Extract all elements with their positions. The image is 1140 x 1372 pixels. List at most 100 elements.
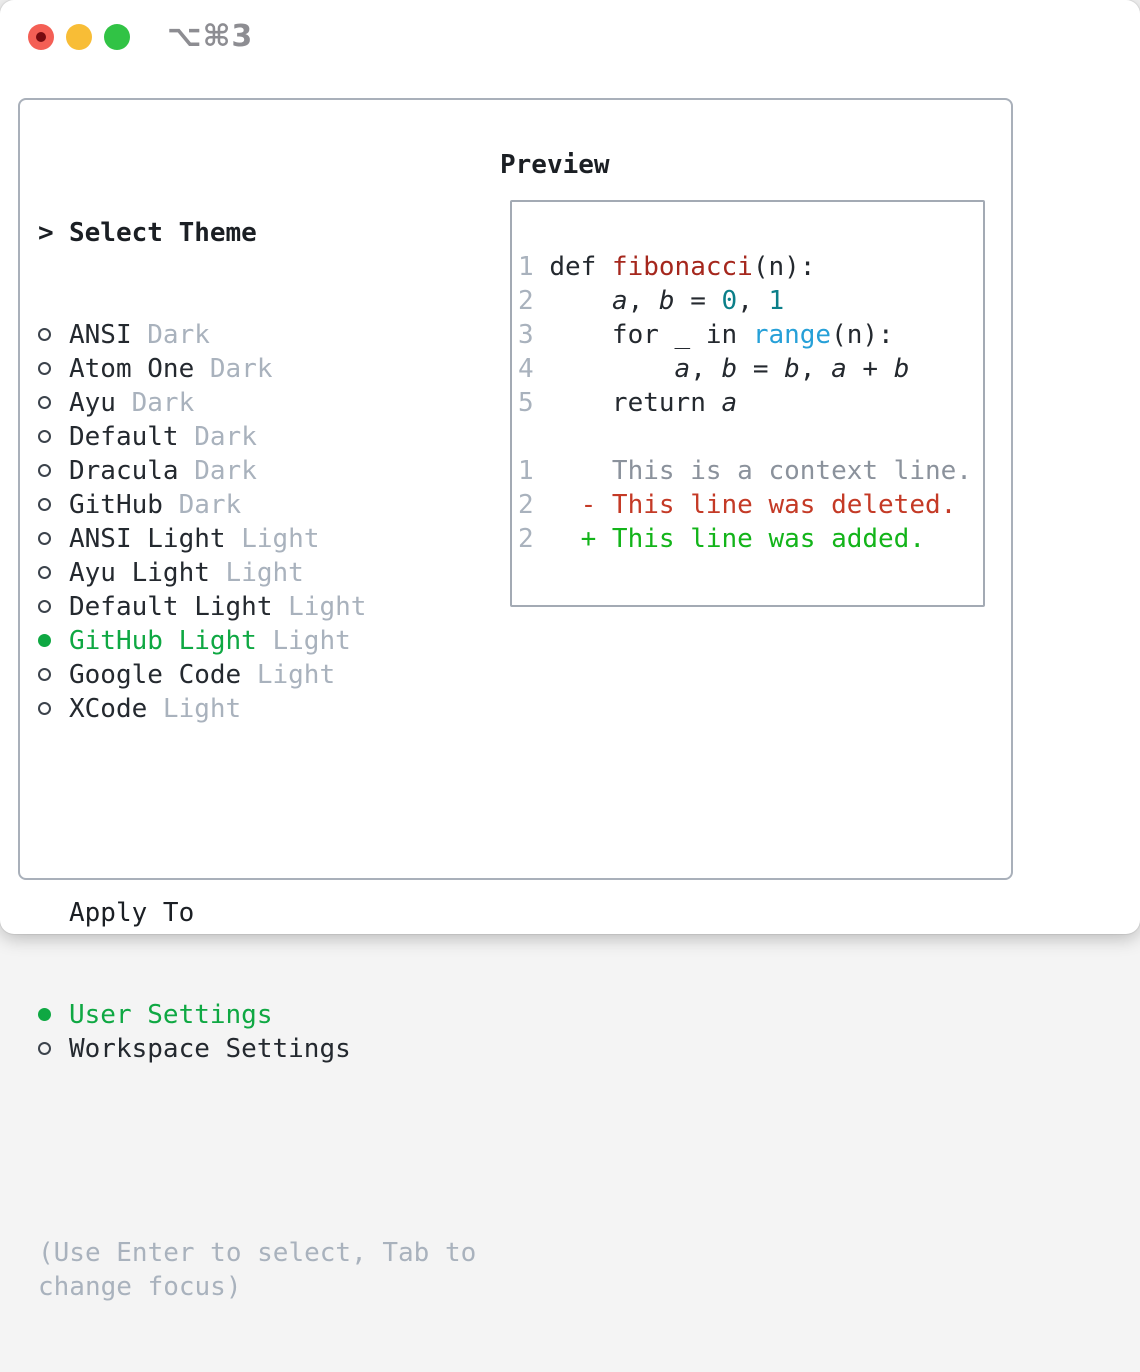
radio-icon <box>38 464 51 477</box>
theme-option-google-code[interactable]: Google Code Light <box>38 658 516 692</box>
titlebar: ⌥⌘3 <box>0 0 1140 76</box>
selected-radio-icon <box>38 1008 51 1021</box>
code-token: a <box>674 354 691 384</box>
close-dot-icon <box>36 32 46 42</box>
theme-option-ansi-light[interactable]: ANSI Light Light <box>38 522 516 556</box>
marker-cell <box>38 318 69 352</box>
theme-option-default[interactable]: Default Dark <box>38 420 516 454</box>
line-number: 1 <box>518 456 534 486</box>
theme-name: Atom One <box>69 354 195 384</box>
added-text: + This line was added. <box>549 524 925 554</box>
theme-variant: Dark <box>131 320 210 350</box>
theme-variant: Dark <box>162 490 242 520</box>
theme-name: GitHub <box>69 490 163 520</box>
marker-cell <box>38 488 69 522</box>
theme-variant: Dark <box>178 456 257 486</box>
code-token <box>549 354 674 384</box>
theme-variant: Dark <box>194 354 273 384</box>
theme-name: ANSI <box>69 320 132 350</box>
marker-cell <box>38 1032 69 1066</box>
select-theme-label: Select Theme <box>69 218 257 248</box>
theme-variant: Light <box>209 558 304 588</box>
theme-variant: Light <box>241 660 336 690</box>
code-token: def <box>549 252 612 282</box>
theme-name: Default <box>69 422 179 452</box>
code-token: (n): <box>752 252 816 282</box>
deleted-text: - This line was deleted. <box>549 490 957 520</box>
theme-option-ayu-light[interactable]: Ayu Light Light <box>38 556 516 590</box>
preview-title: Preview <box>500 150 610 180</box>
pointer-icon: > <box>38 218 54 248</box>
marker-cell <box>38 624 69 658</box>
apply-to-title: Apply To <box>38 896 516 930</box>
code-token: b <box>784 354 800 384</box>
radio-icon <box>38 430 51 443</box>
marker-cell <box>38 352 69 386</box>
select-theme-title: > Select Theme <box>38 216 516 250</box>
radio-icon <box>38 328 51 341</box>
code-token: for _ in <box>549 320 753 350</box>
code-token: + <box>846 354 894 384</box>
theme-option-github[interactable]: GitHub Dark <box>38 488 516 522</box>
code-token: a <box>611 286 628 316</box>
apply-option-label: User Settings <box>69 1000 273 1030</box>
marker-cell <box>38 420 69 454</box>
diff-line: 1 This is a context line. <box>518 454 983 488</box>
theme-name: GitHub Light <box>69 626 257 656</box>
blank-line <box>518 420 983 454</box>
window-shortcut-label: ⌥⌘3 <box>167 19 254 54</box>
apply-option-workspace-settings[interactable]: Workspace Settings <box>38 1032 516 1066</box>
marker-cell <box>38 692 69 726</box>
code-line: 1 def fibonacci(n): <box>518 250 983 284</box>
theme-option-xcode[interactable]: XCode Light <box>38 692 516 726</box>
apply-option-user-settings[interactable]: User Settings <box>38 998 516 1032</box>
line-number: 2 <box>518 524 534 554</box>
theme-name: Default Light <box>69 592 273 622</box>
theme-variant: Light <box>225 524 320 554</box>
marker-cell <box>38 454 69 488</box>
code-line: 4 a, b = b, a + b <box>518 352 983 386</box>
marker-cell <box>38 998 69 1032</box>
context-text: This is a context line. <box>549 456 972 486</box>
code-token: return <box>549 388 722 418</box>
radio-icon <box>38 396 51 409</box>
close-button[interactable] <box>28 24 54 50</box>
line-number: 2 <box>518 286 534 316</box>
code-token: a <box>721 388 738 418</box>
radio-icon <box>38 702 51 715</box>
theme-option-github-light[interactable]: GitHub Light Light <box>38 624 516 658</box>
line-number: 2 <box>518 490 534 520</box>
radio-icon <box>38 566 51 579</box>
code-token: , <box>627 286 659 316</box>
hint-text: (Use Enter to select, Tab to change focu… <box>38 1238 477 1302</box>
theme-option-ansi[interactable]: ANSI Dark <box>38 318 516 352</box>
theme-option-default-light[interactable]: Default Light Light <box>38 590 516 624</box>
spacer <box>38 794 516 828</box>
theme-variant: Dark <box>178 422 257 452</box>
code-token: range <box>752 320 832 350</box>
code-token: 0 <box>721 286 738 316</box>
diff-line: 2 + This line was added. <box>518 522 983 556</box>
minimize-button[interactable] <box>66 24 92 50</box>
line-number: 4 <box>518 354 534 384</box>
code-token: b <box>893 354 910 384</box>
marker-cell <box>38 556 69 590</box>
radio-icon <box>38 532 51 545</box>
radio-icon <box>38 498 51 511</box>
code-token: = <box>737 354 785 384</box>
line-number: 1 <box>518 252 534 282</box>
theme-option-ayu[interactable]: Ayu Dark <box>38 386 516 420</box>
code-token: , <box>799 354 832 384</box>
theme-name: ANSI Light <box>69 524 226 554</box>
theme-option-atom-one[interactable]: Atom One Dark <box>38 352 516 386</box>
zoom-button[interactable] <box>104 24 130 50</box>
code-line: 3 for _ in range(n): <box>518 318 983 352</box>
radio-icon <box>38 362 51 375</box>
theme-name: Google Code <box>69 660 242 690</box>
theme-option-dracula[interactable]: Dracula Dark <box>38 454 516 488</box>
